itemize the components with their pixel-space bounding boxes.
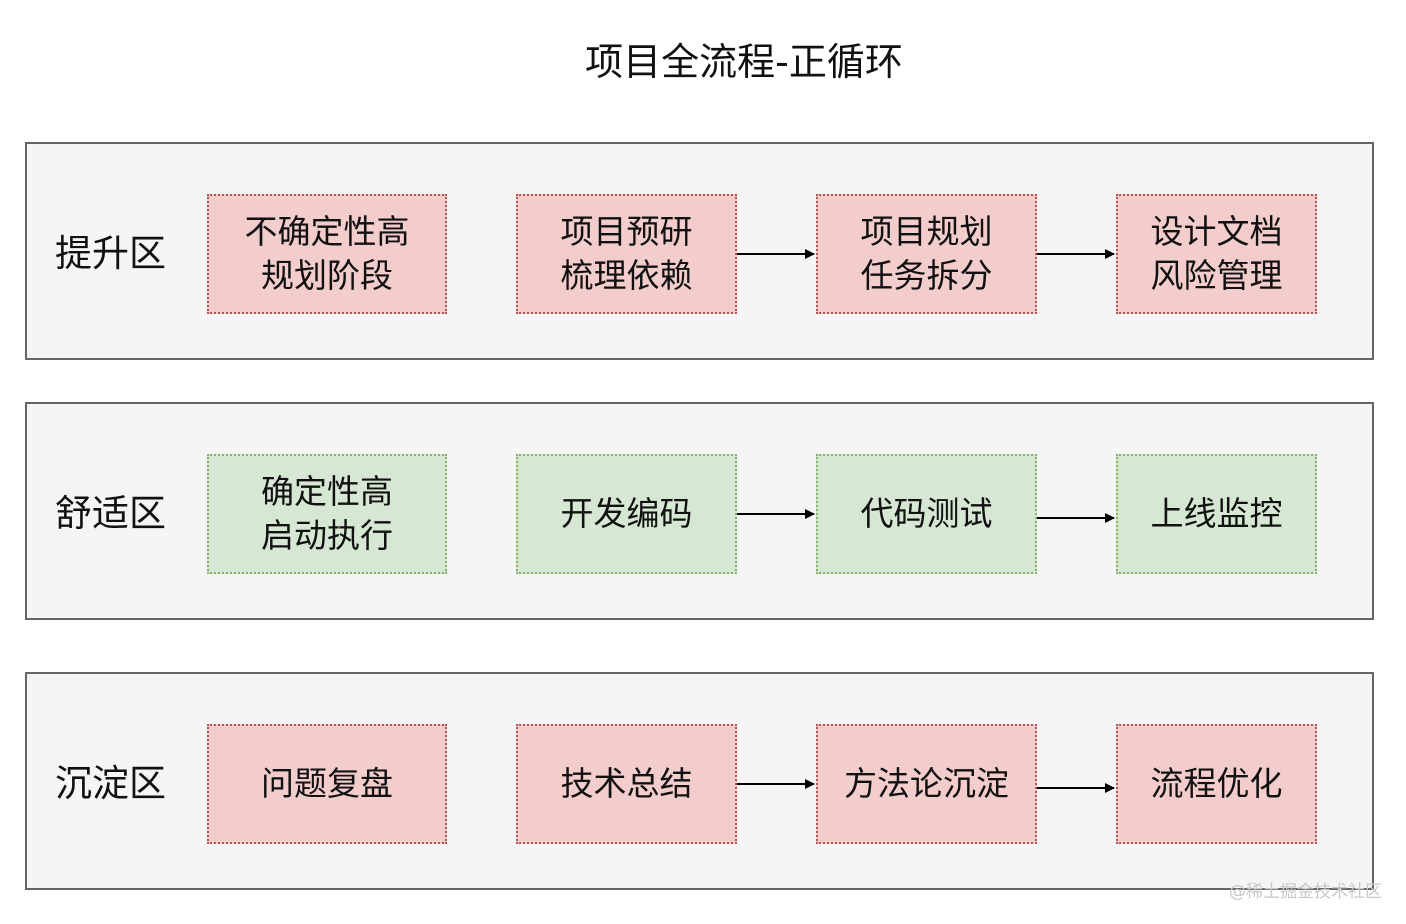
process-box-text: 确定性高 启动执行 (261, 472, 393, 555)
zone-improvement: 提升区 不确定性高 规划阶段 项目预研 梳理依赖 项目规划 任务拆分 设计文档 … (25, 142, 1374, 360)
process-box: 上线监控 (1116, 454, 1317, 574)
process-box: 不确定性高 规划阶段 (207, 194, 447, 314)
watermark: @稀土掘金技术社区 (1229, 882, 1382, 902)
process-box-text: 代码测试 (860, 494, 993, 533)
process-box: 问题复盘 (207, 724, 447, 844)
process-box-text: 方法论沉淀 (844, 764, 1009, 803)
process-box: 开发编码 (516, 454, 737, 574)
process-box: 项目预研 梳理依赖 (516, 194, 737, 314)
process-box: 技术总结 (516, 724, 737, 844)
process-box: 确定性高 启动执行 (207, 454, 447, 574)
flow-arrows (737, 779, 1115, 793)
process-box-text: 问题复盘 (261, 764, 393, 803)
zone-label: 沉淀区 (55, 762, 166, 805)
zone-comfort: 舒适区 确定性高 启动执行 开发编码 代码测试 上线监控 (25, 402, 1374, 620)
process-box: 项目规划 任务拆分 (816, 194, 1037, 314)
diagram-title: 项目全流程-正循环 (585, 40, 903, 84)
zone-label: 舒适区 (55, 492, 166, 535)
process-box: 代码测试 (816, 454, 1037, 574)
process-box-text: 设计文档 风险管理 (1150, 212, 1283, 295)
flow-arrows (737, 509, 1115, 523)
process-box: 流程优化 (1116, 724, 1317, 844)
flow-arrows (737, 249, 1115, 259)
process-box-text: 上线监控 (1150, 494, 1283, 533)
process-box-text: 流程优化 (1150, 764, 1283, 803)
process-box: 设计文档 风险管理 (1116, 194, 1317, 314)
zone-consolidation: 沉淀区 问题复盘 技术总结 方法论沉淀 流程优化 (25, 672, 1374, 890)
zone-label: 提升区 (55, 232, 166, 275)
process-box-text: 技术总结 (560, 764, 693, 803)
process-box-text: 不确定性高 规划阶段 (244, 212, 410, 295)
process-box-text: 开发编码 (560, 494, 693, 533)
process-box-text: 项目预研 梳理依赖 (560, 212, 693, 295)
process-box: 方法论沉淀 (816, 724, 1037, 844)
process-box-text: 项目规划 任务拆分 (860, 212, 993, 295)
